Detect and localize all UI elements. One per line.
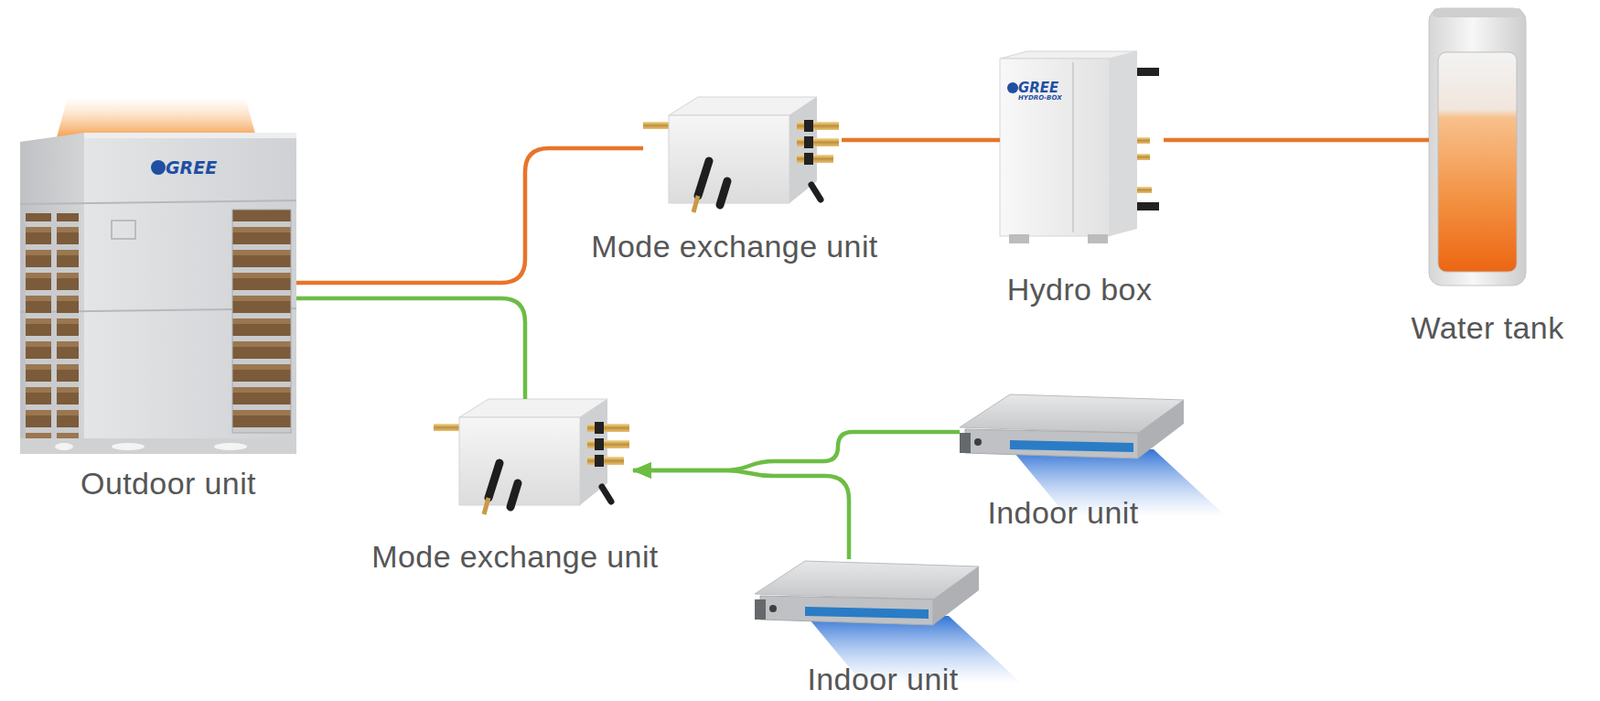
side-grille: [56, 213, 79, 442]
panel-seam: [1072, 62, 1074, 233]
water-fitting: [1137, 67, 1160, 76]
equipment-node: Indoor unit: [754, 558, 970, 648]
water-tank-drawing: [1428, 8, 1526, 286]
water-fitting: [1137, 153, 1150, 161]
cabinet-foot: [1087, 234, 1108, 244]
outdoor-unit-drawing: [20, 132, 297, 454]
refrigerant-pipe: [1163, 138, 1429, 143]
equipment-node: Indoor unit: [959, 392, 1184, 480]
front-grille: [232, 209, 291, 433]
logo-mark: [1007, 82, 1019, 94]
equipment-label: Outdoor unit: [80, 467, 257, 499]
water-fitting: [1137, 186, 1152, 194]
base-hole: [111, 442, 145, 451]
equipment-label: Mode exchange unit: [371, 540, 658, 572]
heat-glow: [56, 96, 257, 138]
tank-cap: [1432, 8, 1523, 18]
refrigerant-pipe: [841, 138, 1000, 143]
equipment-label: Hydro box: [1007, 273, 1153, 305]
equipment-node: Mode exchange unit: [643, 96, 842, 215]
refrigerant-pipe: [633, 470, 849, 559]
cabinet-top: [84, 132, 297, 139]
equipment-label: Water tank: [1410, 311, 1564, 344]
brand-logo-text: HYDRO-BOX: [1018, 95, 1063, 102]
refrigerant-pipe: [296, 298, 526, 399]
water-fitting: [1137, 137, 1150, 144]
brand-logo-text: GREE: [165, 159, 217, 177]
cabinet-base: [20, 438, 297, 454]
base-hole: [214, 442, 247, 451]
equipment-label: Indoor unit: [806, 663, 958, 695]
access-panel: [111, 220, 136, 239]
equipment-node: Water tank: [1428, 8, 1526, 286]
cabinet-front: [84, 132, 297, 447]
water-fitting: [1137, 202, 1160, 211]
tank-shell: [1428, 8, 1526, 286]
logo-mark: [150, 160, 166, 175]
cabinet-side: [20, 132, 85, 454]
refrigerant-pipe: [633, 431, 960, 471]
mode-exchange-drawing: [433, 398, 630, 515]
hydro-box-drawing: [999, 51, 1160, 244]
cabinet-foot: [1009, 234, 1030, 244]
mode-exchange-drawing: [643, 96, 839, 213]
tank-water: [1438, 52, 1517, 272]
equipment-label: Mode exchange unit: [590, 230, 878, 262]
equipment-node: Mode exchange unit: [433, 398, 634, 521]
cabinet-side: [1109, 51, 1138, 237]
side-grille: [25, 213, 52, 442]
refrigerant-pipe: [296, 148, 644, 283]
panel-seam: [20, 200, 297, 205]
equipment-node: Outdoor unit: [20, 132, 297, 454]
equipment-label: Indoor unit: [987, 496, 1139, 528]
brand-logo-text: GREE: [1018, 81, 1059, 96]
cabinet-front: [999, 58, 1110, 237]
base-hole: [54, 442, 74, 451]
equipment-node: Hydro box: [999, 51, 1164, 246]
